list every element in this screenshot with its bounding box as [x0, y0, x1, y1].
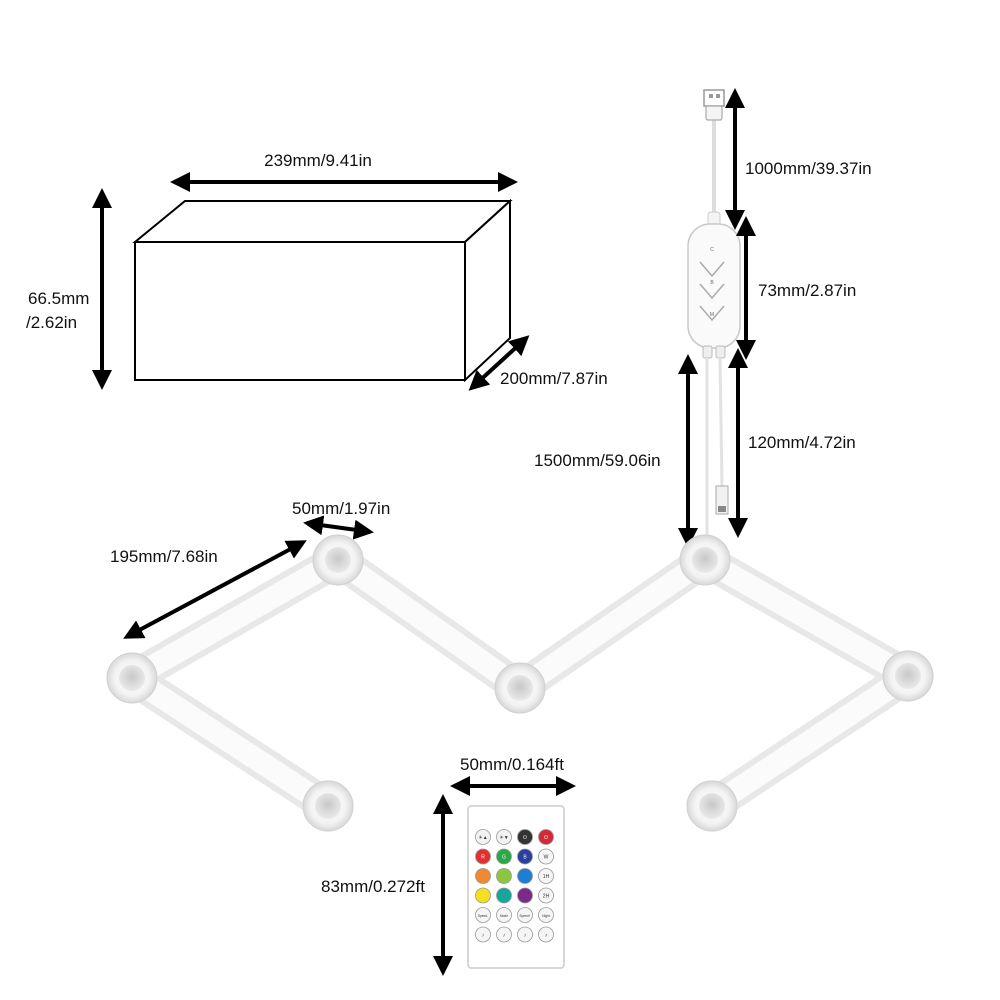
- remote-button-label: W: [544, 855, 549, 861]
- remote-button: [517, 887, 533, 904]
- remote-button: [475, 829, 491, 845]
- remote-button-label: ☀▲: [478, 835, 487, 841]
- remote-button: [538, 907, 554, 923]
- controller-button-c: C: [710, 247, 714, 253]
- remote-button: [517, 848, 533, 865]
- controller-length-label: 73mm/2.87in: [758, 281, 856, 300]
- remote-button-label: Night: [542, 914, 550, 918]
- remote-button: [496, 887, 512, 904]
- remote-button: [496, 848, 512, 865]
- remote-button-label: Mode: [500, 914, 508, 918]
- light-node: [302, 780, 354, 832]
- connector-cable-label: 120mm/4.72in: [748, 433, 856, 452]
- usb-cable-assembly: C B M: [687, 89, 741, 545]
- light-node: [882, 650, 934, 702]
- remote-width-label: 50mm/0.164ft: [460, 755, 564, 774]
- controller-button-m: M: [710, 312, 714, 318]
- remote-button-label: ♪: [545, 933, 548, 939]
- bar-length-arrow: [123, 540, 307, 639]
- remote-button: [475, 848, 491, 865]
- remote-button-label: Speed-: [478, 914, 488, 918]
- package-box: [132, 198, 513, 383]
- usb-plug-icon: [703, 89, 725, 107]
- box-height-label-line1: 66.5mm: [28, 289, 89, 308]
- remote-button: [475, 887, 491, 904]
- box-height-label-line2: /2.62in: [26, 313, 77, 332]
- remote-button-label: ⏻: [523, 835, 527, 841]
- remote-button-label: Speed+: [519, 914, 530, 918]
- remote-button: [475, 868, 491, 884]
- remote-button: [517, 868, 533, 884]
- light-node: [494, 662, 546, 714]
- light-node: [106, 652, 158, 704]
- box-depth-label: 200mm/7.87in: [500, 369, 608, 388]
- remote-button-label: B: [523, 855, 527, 861]
- remote-button: [475, 907, 491, 923]
- remote-button-label: ☀▼: [499, 835, 508, 841]
- remote-button-label: ♪: [524, 933, 527, 939]
- remote-button: [496, 829, 512, 845]
- remote-button: [538, 887, 554, 904]
- remote-button-grid: ☀▲ ☀▼ ⏻ ⏻ R G B W 1H 2H Speed- Mode Speed+ Night ♪ ♪ ♪ ♪: [475, 829, 554, 943]
- remote-button: [538, 868, 554, 884]
- power-cable-label: 1500mm/59.06in: [534, 451, 661, 470]
- remote-button: [517, 829, 533, 845]
- light-node: [312, 534, 364, 586]
- remote-button: [538, 926, 554, 943]
- node-diameter-arrow: [303, 515, 374, 540]
- remote-button: [475, 926, 491, 943]
- controller-body: [687, 223, 741, 349]
- remote-height-label: 83mm/0.272ft: [321, 877, 425, 896]
- node-diameter-label: 50mm/1.97in: [292, 499, 390, 518]
- remote-button: [538, 829, 554, 845]
- bar-length-label: 195mm/7.68in: [110, 547, 218, 566]
- box-depth-arrow: [468, 335, 530, 391]
- remote-button: [517, 926, 533, 943]
- remote-button: [496, 926, 512, 943]
- controller-button-b: B: [710, 280, 714, 286]
- remote-button: [496, 907, 512, 923]
- remote-button: [538, 848, 554, 865]
- remote-button-label: ♪: [503, 933, 506, 939]
- remote-button-label: G: [502, 855, 506, 861]
- remote-button-label: 1H: [543, 874, 550, 880]
- remote-button: [496, 868, 512, 884]
- remote-button: [517, 907, 533, 923]
- usb-cable-label: 1000mm/39.37in: [745, 159, 872, 178]
- remote-button-label: 2H: [543, 894, 550, 900]
- remote-body: [467, 805, 565, 969]
- box-width-label: 239mm/9.41in: [264, 151, 372, 170]
- remote-button-label: ⏻: [544, 835, 548, 841]
- remote-button-label: R: [481, 855, 485, 861]
- light-node: [686, 780, 738, 832]
- remote-button-label: ♪: [482, 933, 485, 939]
- light-node: [679, 534, 731, 586]
